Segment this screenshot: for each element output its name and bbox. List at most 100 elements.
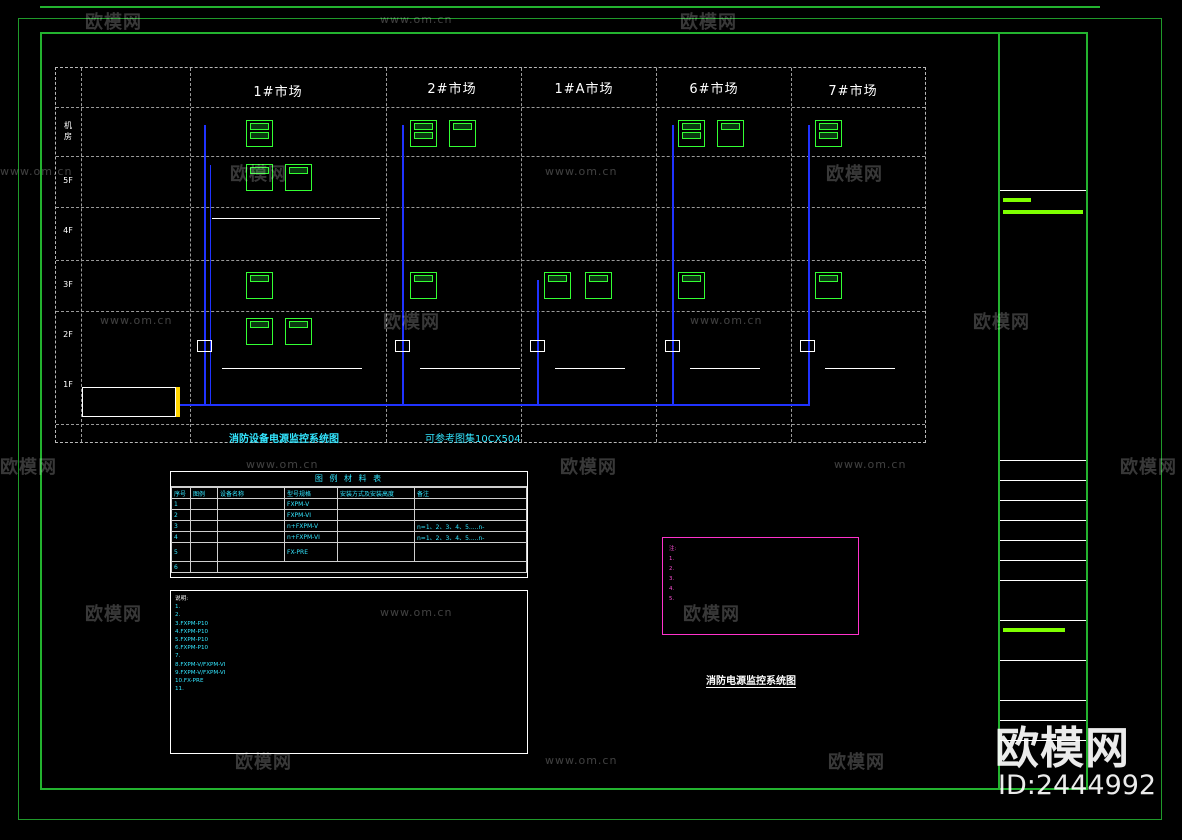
note-line: 1. [175,604,181,611]
magenta-heading: 注: [669,546,677,552]
legend-cell: 5 [171,542,191,562]
note-line: 6.FXPM-P10 [175,645,209,652]
note-line: 11. [175,686,184,693]
legend-cell [337,498,415,510]
watermark-url: www.om.cn [834,458,907,471]
legend-cell [190,520,218,532]
legend-cell [217,561,527,573]
legend-cell [217,509,285,521]
legend-header: 型号规格 [284,487,338,499]
legend-cell [190,531,218,543]
magenta-line: 1. [669,556,675,562]
watermark-brand: 欧模网 [1120,457,1177,478]
legend-cell [217,498,285,510]
legend-cell [414,498,527,510]
riser-line-1b [210,165,211,405]
drawing-border-inner [40,32,1088,790]
watermark-brand: 欧模网 [680,12,737,33]
legend-cell [414,509,527,521]
title-block-bar [1003,198,1031,202]
legend-cell: FXPM-VI [284,509,338,521]
device-box [544,272,571,299]
note-line: 2. [175,612,181,619]
legend-header: 图例 [190,487,218,499]
watermark-brand: 欧模网 [560,457,617,478]
legend-cell [337,509,415,521]
note-line: 8.FXPM-V/FXPM-VI [175,661,226,668]
legend-cell [337,542,415,562]
monitor-host-box [82,387,176,417]
floor-label-5f: 5F [63,176,73,185]
top-border-line [40,6,1100,8]
watermark-logo-large: 欧模网 [995,723,1130,774]
legend-cell [217,542,285,562]
legend-header: 安装方式及安装高度 [337,487,415,499]
riser-line-5 [808,125,810,405]
device-box [285,164,312,191]
column-title-5: 7#市场 [828,84,878,99]
magenta-line: 5. [669,596,675,602]
column-title-4: 6#市场 [689,82,739,97]
legend-cell: FX-PRE [284,542,338,562]
watermark-url: www.om.cn [100,314,173,327]
watermark-brand: 欧模网 [85,604,142,625]
watermark-brand: 欧模网 [0,457,57,478]
watermark-brand: 欧模网 [826,164,883,185]
watermark-url: www.om.cn [690,314,763,327]
device-box [678,120,705,147]
legend-cell: 3 [171,520,191,532]
watermark-brand: 欧模网 [85,12,142,33]
watermark-url: www.om.cn [545,165,618,178]
legend-cell [337,531,415,543]
note-line: 9.FXPM-V/FXPM-VI [175,669,226,676]
diagram-title-secondary: 消防电源监控系统图 [706,672,796,688]
legend-cell [190,498,218,510]
legend-cell: FXPM-V [284,498,338,510]
legend-header: 序号 [171,487,191,499]
note-line: 4.FXPM-P10 [175,628,209,635]
floor-label-1f: 1F [63,380,73,389]
module-box [665,340,680,352]
device-box [449,120,476,147]
device-box [585,272,612,299]
riser-line-2 [402,125,404,405]
magenta-line: 4. [669,586,675,592]
module-box [395,340,410,352]
cable-annotation-line [825,368,895,369]
watermark-id: ID:2444992 [998,770,1157,801]
legend-cell: 2 [171,509,191,521]
watermark-brand: 欧模网 [973,312,1030,333]
legend-header: 设备名称 [217,487,285,499]
system-grid: 1#市场 2#市场 1#A市场 6#市场 7#市场 机房 5F 4F 3F 2F… [55,67,926,443]
watermark-url: www.om.cn [380,13,453,26]
watermark-url: www.om.cn [0,165,73,178]
legend-cell: n+FXPM-VI [284,531,338,543]
legend-cell [190,561,218,573]
note-line: 3.FXPM-P10 [175,620,209,627]
watermark-brand: 欧模网 [383,312,440,333]
legend-header: 备注 [414,487,527,499]
device-box [246,272,273,299]
legend-cell [190,509,218,521]
device-box [815,272,842,299]
module-box [800,340,815,352]
watermark-url: www.om.cn [246,458,319,471]
legend-cell: n+FXPM-V [284,520,338,532]
cable-annotation-line [690,368,760,369]
riser-line-3 [537,280,539,405]
column-title-3: 1#A市场 [554,82,614,97]
note-line: 5.FXPM-P10 [175,637,209,644]
floor-label-roof: 机房 [64,121,72,141]
floor-label-3f: 3F [63,280,73,289]
cable-annotation-line [420,368,520,369]
legend-cell: 6 [171,561,191,573]
drawing-border-outer [18,18,1162,820]
device-box [717,120,744,147]
title-block-bar [1003,210,1083,214]
cable-annotation-line [222,368,362,369]
note-line: 7. [175,653,181,660]
module-box [197,340,212,352]
watermark-brand: 欧模网 [683,604,740,625]
riser-line-1 [204,125,206,405]
cable-annotation-line [555,368,625,369]
